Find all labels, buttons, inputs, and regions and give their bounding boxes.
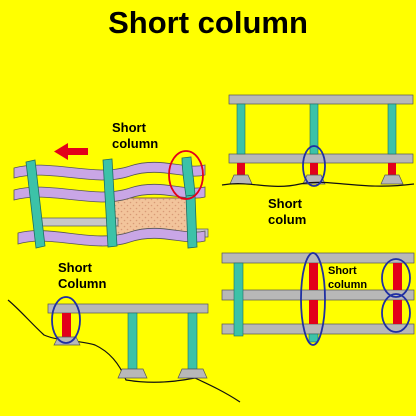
middle-column-upper [309,103,319,155]
short-column-label-hillside: Short Column [58,260,107,292]
left-column-upper [236,103,246,155]
right-lower-highlight-ring [381,293,411,333]
left-column [233,262,244,337]
mezzanine-beam [228,153,414,164]
lateral-load-arrow [54,143,88,160]
diagram-title: Short column [108,5,308,40]
short-column-highlight-ring [51,296,81,344]
middle-footing [117,368,148,379]
right-upper-highlight-ring [381,258,411,298]
left-short-column [237,163,245,175]
left-footing [229,174,253,185]
middle-column-highlight-ring [300,252,326,346]
right-short-column-lower [393,300,402,324]
right-column [187,312,198,370]
short-column-label-bracing-wall: Short column [112,120,159,152]
short-column [62,313,71,337]
short-column-label-infill: Short column [328,265,368,292]
mezzanine-frame-figure [221,94,415,187]
right-short-column-upper [393,263,402,290]
right-lower-column [185,194,198,249]
middle-column-base [308,333,319,343]
right-short-column [388,163,396,175]
hillside-frame-figure [7,296,241,403]
short-column-highlight-ring [168,150,204,200]
middle-short-column-lower [309,300,318,324]
ground-line [221,181,415,187]
right-column-upper [387,103,397,155]
short-column-highlight-ring [302,145,326,187]
left-column [25,159,46,249]
left-upper-beam-segment [37,217,119,227]
middle-column [102,158,118,248]
short-column-label-mezzanine: Short colum [268,196,307,228]
top-beam [228,94,414,105]
right-footing [380,174,404,185]
middle-short-column [310,163,318,175]
middle-column [127,312,138,370]
middle-short-column-upper [309,263,318,290]
right-footing [177,368,208,379]
deformed-frame-with-wall-figure [13,143,209,249]
roof-beam [47,303,209,314]
sloping-ground-line [7,299,241,403]
partial-infill-frame-figure [221,252,415,346]
